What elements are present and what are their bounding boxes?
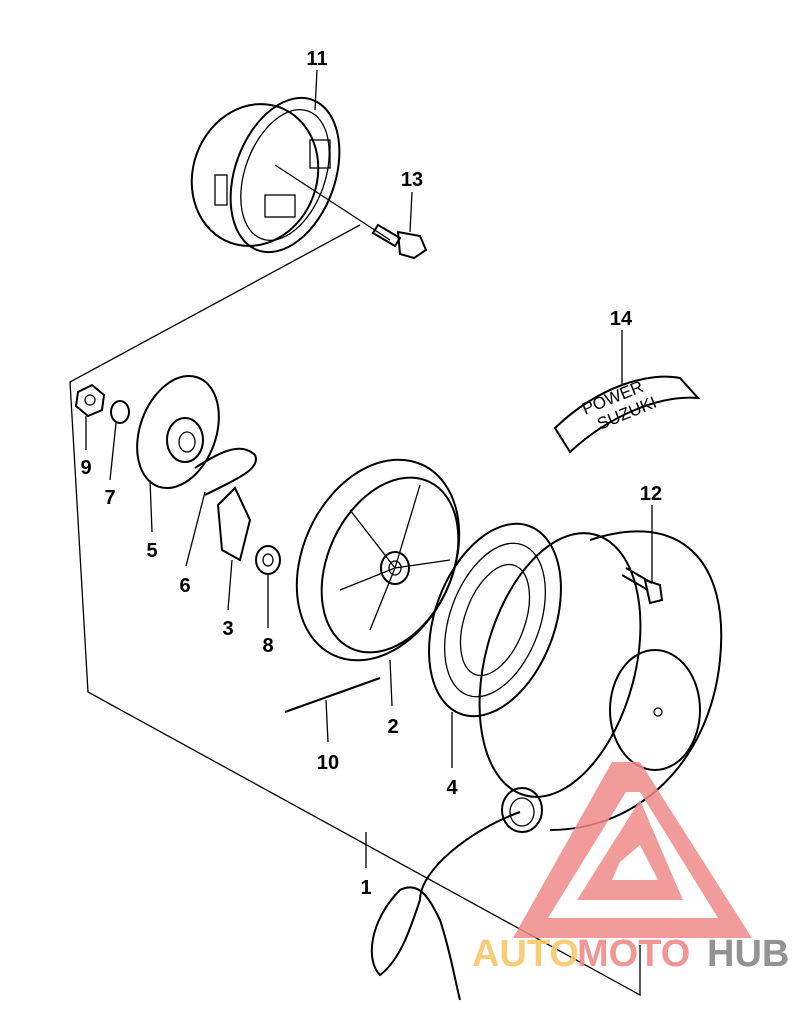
starter-housing-part	[478, 530, 723, 833]
callout-1: 1	[360, 877, 371, 899]
cup-bolt-part	[274, 164, 428, 260]
svg-text:MOTO: MOTO	[577, 933, 690, 975]
washer-part	[110, 400, 130, 424]
friction-spring-part	[194, 447, 257, 496]
nut-part	[74, 383, 106, 418]
watermark-text: AUTO MOTO HUB	[472, 933, 789, 975]
callout-9: 9	[80, 457, 91, 479]
callout-12: 12	[640, 483, 662, 505]
assembly-bracket-line	[69, 224, 641, 997]
callout-10: 10	[317, 752, 339, 774]
callout-3: 3	[222, 618, 233, 640]
recoil-spring-part	[428, 522, 562, 718]
callout-7: 7	[104, 487, 115, 509]
decal-part: POWER SUZUKI	[553, 375, 701, 454]
drum-reel-part	[295, 458, 461, 662]
callout-11: 11	[306, 48, 327, 70]
callout-8: 8	[262, 635, 273, 657]
callout-5: 5	[146, 540, 157, 562]
starter-cup-part	[190, 96, 341, 254]
return-spring-part	[255, 545, 281, 575]
callout-14: 14	[610, 308, 633, 330]
callout-2: 2	[387, 716, 398, 738]
svg-text:HUB: HUB	[707, 933, 789, 975]
ratchet-guide-part	[136, 374, 220, 490]
watermark-logo	[513, 762, 752, 938]
callout-13: 13	[401, 169, 423, 191]
callout-6: 6	[179, 575, 190, 597]
svg-text:AUTO: AUTO	[472, 933, 579, 975]
leader-lines	[85, 69, 653, 868]
starter-rope-part	[284, 677, 381, 713]
callout-4: 4	[446, 777, 458, 799]
ratchet-pawl-part	[216, 486, 252, 562]
rope-handle	[370, 811, 521, 1001]
